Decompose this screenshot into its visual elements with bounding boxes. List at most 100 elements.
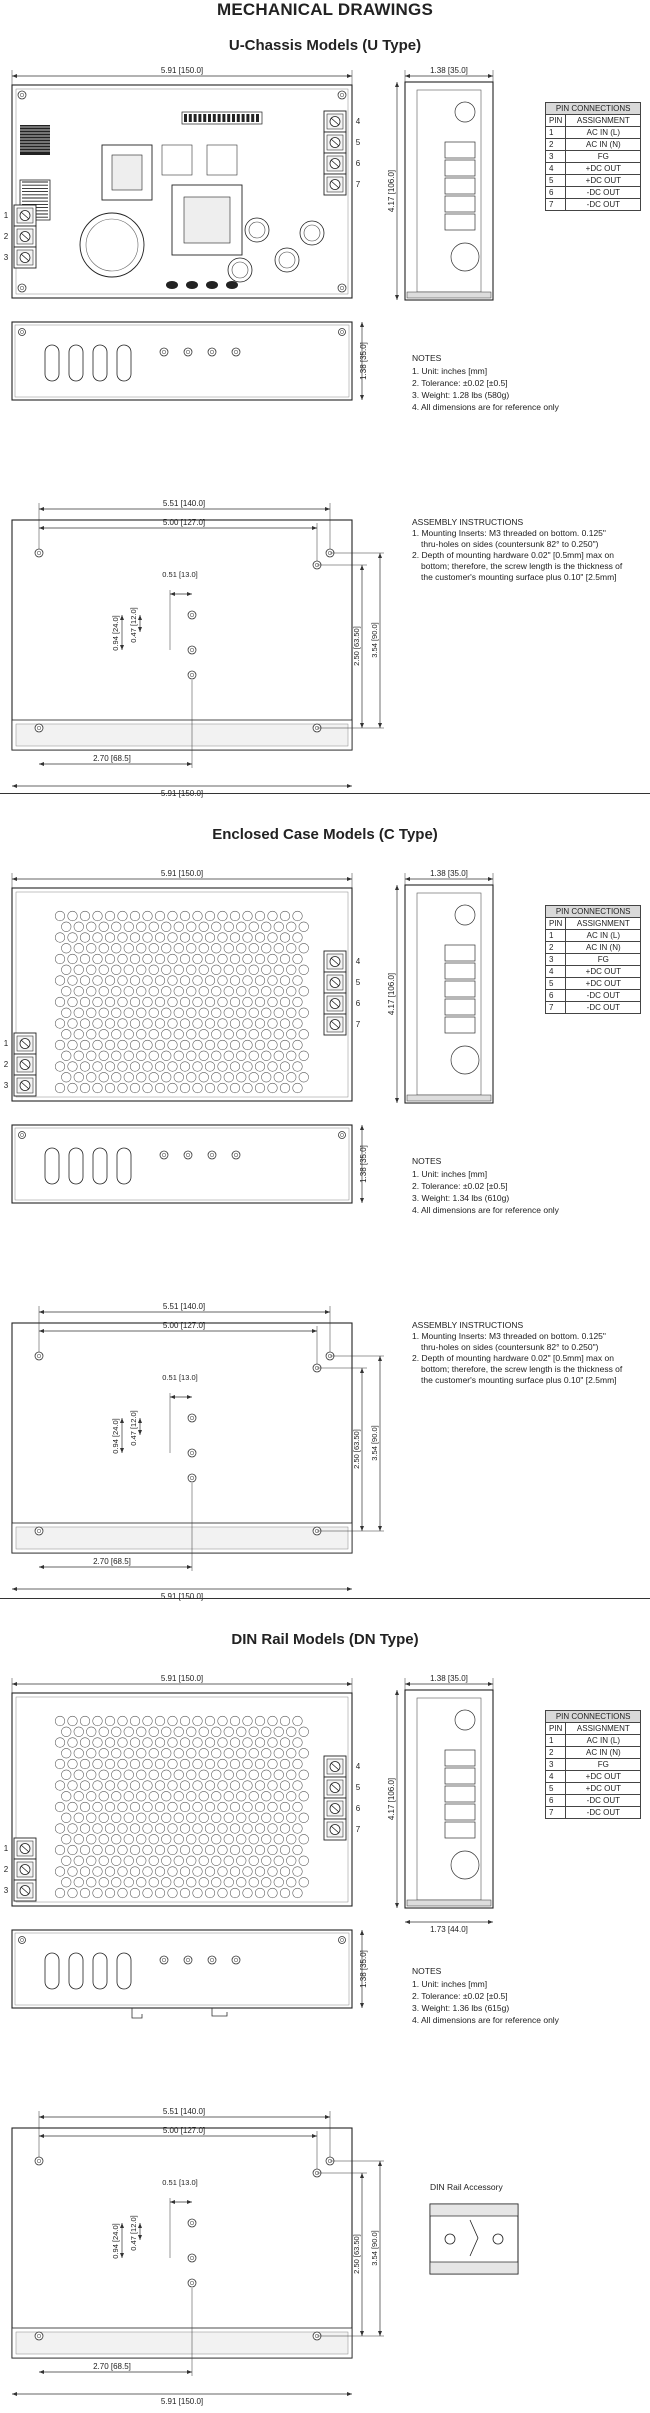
- pin-assignment: +DC OUT: [565, 965, 642, 978]
- pin-assignment: AC IN (L): [565, 1734, 642, 1747]
- pin-number: 1: [544, 929, 567, 942]
- notes-title: NOTES: [412, 1966, 442, 1976]
- pin-label-left: 2: [4, 232, 9, 241]
- pin-number: 7: [544, 198, 567, 211]
- table-row: 4+DC OUT: [544, 162, 642, 175]
- pin-assignment: -DC OUT: [565, 1806, 642, 1819]
- assignment-col-header: ASSIGNMENT: [565, 114, 642, 127]
- vent-slot: [68, 1147, 84, 1185]
- table-row: 4+DC OUT: [544, 965, 642, 978]
- din-accessory-label: DIN Rail Accessory: [430, 2182, 503, 2192]
- table-row: 5+DC OUT: [544, 1782, 642, 1795]
- pin-assignment: AC IN (N): [565, 941, 642, 954]
- side-height-dimension: 4.17 [106.0]: [387, 973, 396, 1015]
- table-row: 7-DC OUT: [544, 1806, 642, 1819]
- vent-slot: [44, 1147, 60, 1185]
- pin-label-left: 2: [4, 1060, 9, 1069]
- notes-title: NOTES: [412, 1156, 442, 1166]
- pin-number: 7: [544, 1001, 567, 1014]
- v1-dimension: 2.50 [63.50]: [352, 626, 361, 666]
- pin-number: 1: [544, 1734, 567, 1747]
- table-row: 7-DC OUT: [544, 198, 642, 211]
- pin-col-header: PIN: [544, 1722, 567, 1735]
- pin-label-right: 4: [356, 117, 361, 126]
- assembly-line: bottom; therefore, the screw length is t…: [421, 561, 623, 571]
- pin-label-right: 7: [356, 180, 361, 189]
- inner-width-dimension: 5.00 [127.0]: [163, 2126, 205, 2135]
- pin-assignment: FG: [565, 953, 642, 966]
- pin-label-left: 2: [4, 1865, 9, 1874]
- bottom-offset-dimension: 2.70 [68.5]: [93, 754, 131, 763]
- pin-assignment: -DC OUT: [565, 198, 642, 211]
- vent-slot: [68, 344, 84, 382]
- din-rail-accessory: [429, 2203, 519, 2275]
- pin-assignment: +DC OUT: [565, 162, 642, 175]
- assembly-line: the customer's mounting surface plus 0.1…: [421, 1375, 617, 1385]
- pin-assignment: +DC OUT: [565, 1770, 642, 1783]
- pin-number: 4: [544, 965, 567, 978]
- small-offset-dimension: 0.51 [13.0]: [162, 570, 197, 579]
- side-view: 1.38 [35.0]4.17 [106.0]1.73 [44.0]: [387, 1674, 494, 1934]
- assembly-line: 1. Mounting Inserts: M3 threaded on bott…: [412, 528, 606, 538]
- pin-assignment: -DC OUT: [565, 1001, 642, 1014]
- side-height-dimension: 4.17 [106.0]: [387, 1778, 396, 1820]
- front-view: 1.38 [35.0]: [11, 1124, 368, 1204]
- pin-assignment: FG: [565, 1758, 642, 1771]
- pin-table-header: PIN CONNECTIONS: [544, 905, 642, 918]
- pin-label-right: 5: [356, 138, 361, 147]
- pin-label-left: 1: [4, 1844, 9, 1853]
- outer-width-dimension: 5.51 [140.0]: [163, 2107, 205, 2116]
- vent-slot: [68, 1952, 84, 1990]
- pin-assignment: AC IN (L): [565, 929, 642, 942]
- pin-number: 6: [544, 989, 567, 1002]
- pin-number: 2: [544, 1746, 567, 1759]
- note-item: 4. All dimensions are for reference only: [412, 2015, 559, 2025]
- bottom-view: 5.51 [140.0]5.00 [127.0]0.51 [13.0]0.94 …: [11, 499, 384, 798]
- pin-number: 5: [544, 174, 567, 187]
- h2-dimension: 0.47 [12.0]: [129, 2215, 138, 2250]
- pin-number: 4: [544, 162, 567, 175]
- heatsink: [20, 125, 50, 155]
- v2-dimension: 3.54 [90.0]: [370, 622, 379, 657]
- side-height-dimension: 4.17 [106.0]: [387, 170, 396, 212]
- pin-label-right: 4: [356, 957, 361, 966]
- width-dimension: 5.91 [150.0]: [161, 66, 203, 75]
- notes-title: NOTES: [412, 353, 442, 363]
- assembly-line: bottom; therefore, the screw length is t…: [421, 1364, 623, 1374]
- v2-dimension: 3.54 [90.0]: [370, 2230, 379, 2265]
- assembly-title: ASSEMBLY INSTRUCTIONS: [412, 517, 524, 527]
- note-item: 2. Tolerance: ±0.02 [±0.5]: [412, 378, 508, 388]
- v1-dimension: 2.50 [63.50]: [352, 2234, 361, 2274]
- section-2: Enclosed Case Models (C Type)5.91 [150.0…: [0, 793, 650, 1603]
- side-view: 1.38 [35.0] 4.17 [106.0]: [387, 869, 494, 1104]
- pin-label-left: 1: [4, 1039, 9, 1048]
- side-width-dimension: 1.38 [35.0]: [430, 1674, 468, 1683]
- assembly-title: ASSEMBLY INSTRUCTIONS: [412, 1320, 524, 1330]
- vent-slot: [92, 344, 108, 382]
- h2-dimension: 0.47 [12.0]: [129, 1410, 138, 1445]
- assembly-line: 2. Depth of mounting hardware 0.02" [0.5…: [412, 1353, 614, 1363]
- side-width-dimension: 1.38 [35.0]: [430, 869, 468, 878]
- note-item: 4. All dimensions are for reference only: [412, 402, 559, 412]
- overall-width-dimension: 5.91 [150.0]: [161, 2397, 203, 2406]
- table-row: 7-DC OUT: [544, 1001, 642, 1014]
- overall-width-dimension: 5.91 [150.0]: [161, 1592, 203, 1601]
- assembly-line: the customer's mounting surface plus 0.1…: [421, 572, 617, 582]
- outer-width-dimension: 5.51 [140.0]: [163, 1302, 205, 1311]
- h2-dimension: 0.47 [12.0]: [129, 607, 138, 642]
- assembly-line: thru-holes on sides (countersunk 82° to …: [421, 539, 599, 549]
